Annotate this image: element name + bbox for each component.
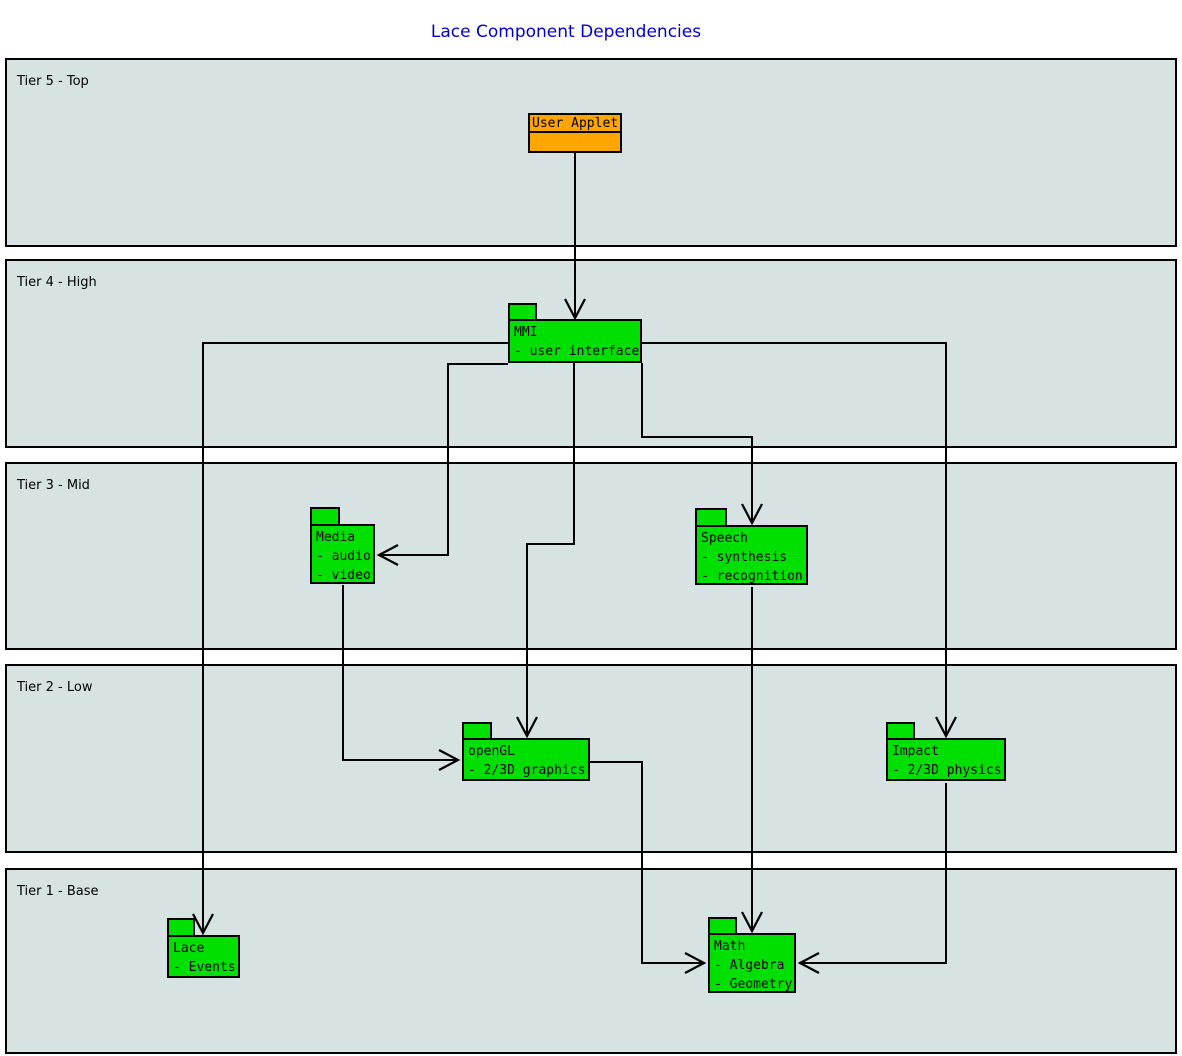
component-mmi: MMI - user interface xyxy=(508,303,642,363)
component-detail: - video xyxy=(316,568,371,583)
tier-3-lane: Tier 3 - Mid xyxy=(5,462,1177,650)
package-body: Lace - Events xyxy=(167,935,240,978)
package-tab xyxy=(462,722,492,740)
component-label: Media xyxy=(316,530,356,545)
tier-1-label: Tier 1 - Base xyxy=(17,884,99,899)
tier-4-label: Tier 4 - High xyxy=(17,275,97,290)
component-media: Media - audio - video xyxy=(310,507,375,584)
diagram-title: Lace Component Dependencies xyxy=(430,22,702,42)
component-opengl: openGL - 2/3D graphics xyxy=(462,722,590,781)
package-tab xyxy=(508,303,537,321)
component-detail: - user interface xyxy=(514,344,640,359)
component-detail: - Algebra xyxy=(714,958,785,973)
tier-5-label: Tier 5 - Top xyxy=(17,74,89,89)
component-detail: - 2/3D physics xyxy=(892,763,1002,778)
tier-3-label: Tier 3 - Mid xyxy=(17,478,90,493)
component-label: Impact xyxy=(892,744,939,759)
package-tab xyxy=(886,722,915,740)
component-detail: - recognition xyxy=(701,569,803,584)
component-detail: - 2/3D graphics xyxy=(468,763,586,778)
package-tab: User Applet xyxy=(528,113,623,133)
tier-2-label: Tier 2 - Low xyxy=(17,680,93,695)
package-body: Media - audio - video xyxy=(310,524,375,584)
component-detail: - synthesis xyxy=(701,550,788,565)
component-speech: Speech - synthesis - recognition xyxy=(695,508,808,585)
package-body: Speech - synthesis - recognition xyxy=(695,525,808,585)
component-impact: Impact - 2/3D physics xyxy=(886,722,1006,781)
package-tab xyxy=(310,507,340,526)
package-body xyxy=(528,131,622,153)
component-math: Math - Algebra - Geometry xyxy=(708,917,796,993)
component-lace: Lace - Events xyxy=(167,918,240,978)
component-label: Math xyxy=(714,939,746,954)
package-tab xyxy=(695,508,727,527)
package-body: openGL - 2/3D graphics xyxy=(462,738,590,781)
component-label: Lace xyxy=(173,941,205,956)
component-label: User Applet xyxy=(532,116,619,131)
component-label: openGL xyxy=(468,744,515,759)
package-body: Math - Algebra - Geometry xyxy=(708,933,796,993)
package-tab xyxy=(708,917,737,935)
component-label: Speech xyxy=(701,531,748,546)
package-tab xyxy=(167,918,195,937)
package-body: Impact - 2/3D physics xyxy=(886,738,1006,781)
component-detail: - audio xyxy=(316,549,371,564)
component-user-applet: User Applet xyxy=(528,113,623,153)
package-body: MMI - user interface xyxy=(508,319,642,363)
component-detail: - Geometry xyxy=(714,977,793,992)
component-label: MMI xyxy=(514,325,538,340)
component-detail: - Events xyxy=(173,960,236,975)
